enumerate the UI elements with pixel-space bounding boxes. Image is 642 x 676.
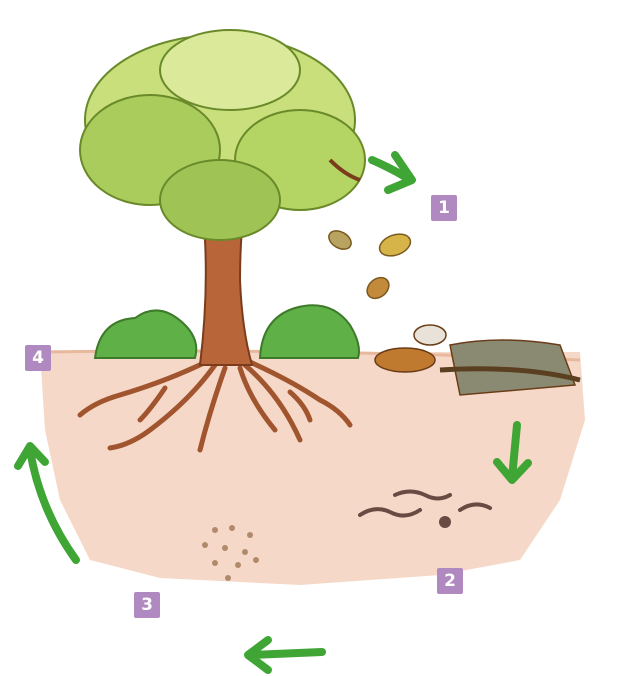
bush-left <box>95 310 196 358</box>
stage-number-3: 3 <box>134 592 160 618</box>
bush-right <box>260 305 359 358</box>
tree-canopy <box>80 30 365 240</box>
stage-number-4: 4 <box>25 345 51 371</box>
stage-number-1: 1 <box>431 195 457 221</box>
arrow-1 <box>372 155 412 190</box>
falling-leaves <box>326 227 414 303</box>
arrow-3 <box>248 640 322 670</box>
stage-number-2: 2 <box>437 568 463 594</box>
